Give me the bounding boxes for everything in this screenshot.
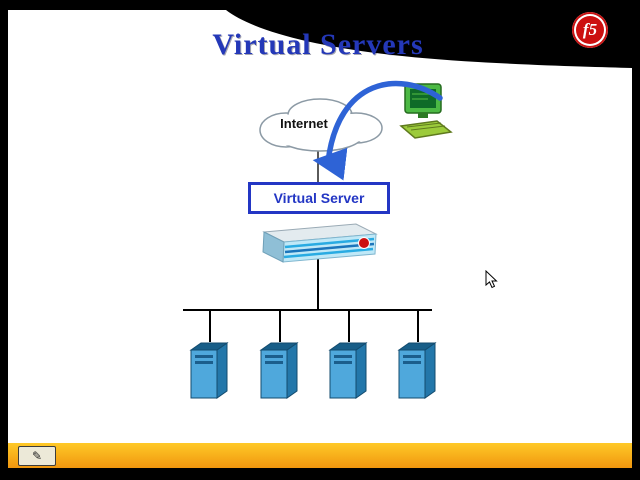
virtual-server-box: Virtual Server [248,182,390,214]
mouse-cursor-icon [485,270,498,289]
client-computer-icon [399,83,453,139]
f5-logo-text: f5 [582,19,598,39]
server-tower [328,342,368,399]
virtual-server-label: Virtual Server [273,190,365,206]
server-tower [397,342,437,399]
bottom-toolbar: ✎ [8,443,632,468]
f5-logo-icon: f5 [572,12,608,48]
server-tower [189,342,229,399]
server-tower [259,342,299,399]
pen-icon: ✎ [31,449,43,463]
pen-tool-button[interactable]: ✎ [18,446,56,466]
page-title: Virtual Servers [212,28,424,61]
internet-label: Internet [280,116,328,131]
bigip-appliance-icon [262,223,378,263]
slide: f5 Virtual Servers [8,10,632,468]
